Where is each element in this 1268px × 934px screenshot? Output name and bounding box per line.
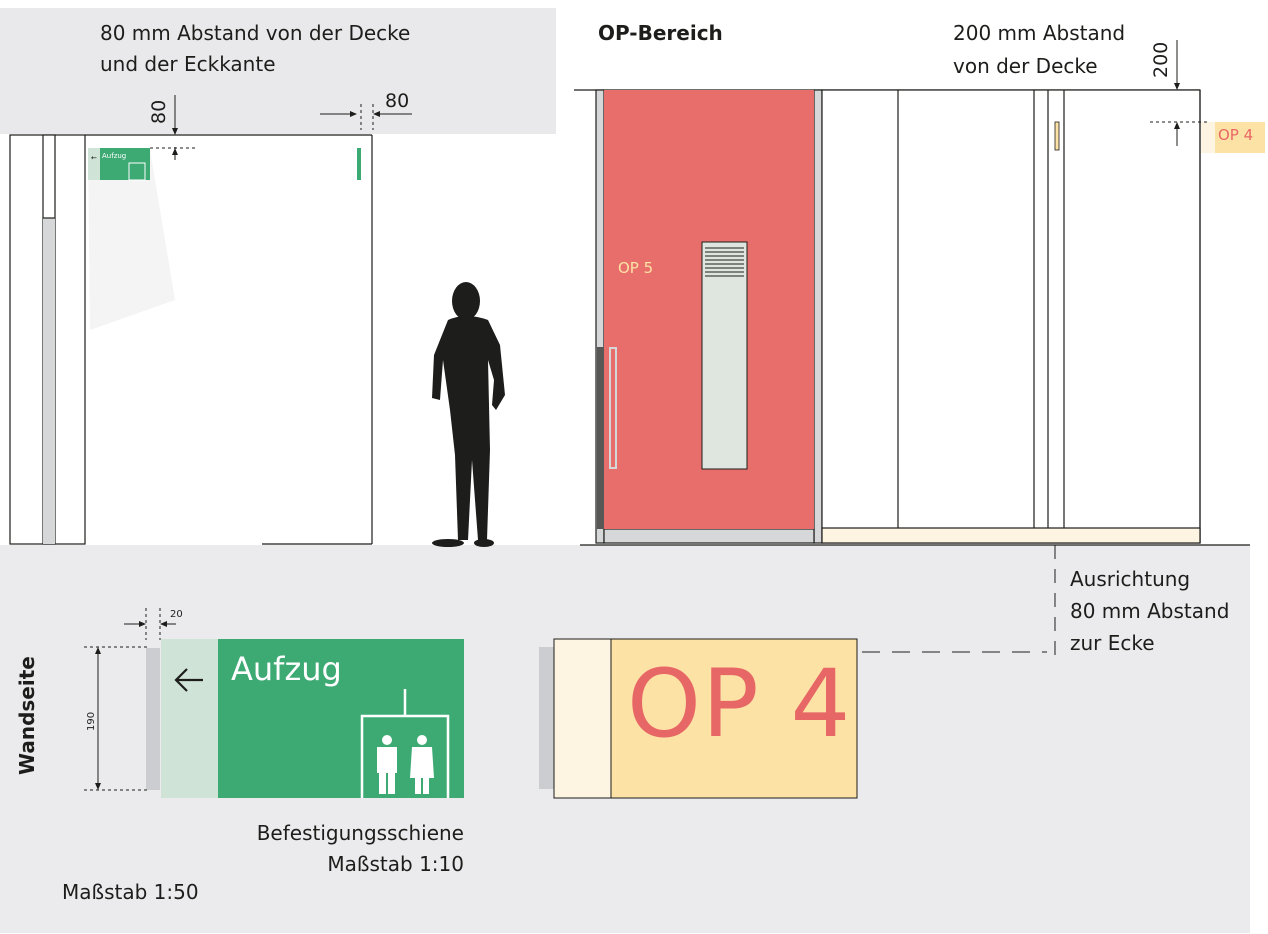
dimension-rail-depth: 20 <box>170 609 183 620</box>
rail-label: Befestigungsschiene <box>256 821 464 845</box>
alignment-line2: 80 mm Abstand <box>1070 599 1230 623</box>
elevator-label: Aufzug <box>231 650 342 688</box>
area-title: OP-Bereich <box>598 21 723 45</box>
dimension-corner-gap: 80 <box>385 90 410 112</box>
op4-sign-small <box>1201 122 1265 153</box>
elevator-people-icon <box>360 689 450 798</box>
arrow-left-icon <box>174 668 203 692</box>
dimension-sign-height: 190 <box>86 711 97 731</box>
op4-sign-detail <box>539 638 858 799</box>
alignment-line3: zur Ecke <box>1070 631 1155 655</box>
side-sign-edge <box>357 148 361 180</box>
dimension-lines-right <box>862 40 1210 655</box>
person-silhouette-icon <box>432 282 505 547</box>
alignment-line1: Ausrichtung <box>1070 567 1191 591</box>
op5-door <box>597 90 814 529</box>
ceiling-shade-panel <box>0 8 556 134</box>
callout-top-left-line2: und der Eckkante <box>100 52 276 76</box>
callout-top-right-line2: von der Decke <box>953 54 1098 78</box>
op4-large-label: OP 4 <box>627 650 852 759</box>
callout-top-left-line1: 80 mm Abstand von der Decke <box>100 21 411 45</box>
left-wall-elevation <box>9 134 373 545</box>
door-edge-sign <box>1054 121 1060 151</box>
dimension-ceiling-gap-right: 200 <box>1150 41 1172 78</box>
scale-detail: Maßstab 1:10 <box>327 852 464 876</box>
dimension-ceiling-gap-left: 80 <box>148 99 170 124</box>
op5-label: OP 5 <box>618 259 654 277</box>
light-cone <box>88 150 175 330</box>
op4-small-label: OP 4 <box>1218 126 1254 144</box>
dimension-lines-left <box>150 95 412 160</box>
svg-text:←: ← <box>91 154 97 162</box>
dimension-lines-detail <box>84 608 176 791</box>
svg-text:Aufzug: Aufzug <box>102 152 126 160</box>
scale-overview: Maßstab 1:50 <box>62 880 199 904</box>
wall-side-label: Wandseite <box>15 656 39 775</box>
elevator-sign-small: ← Aufzug <box>88 148 150 181</box>
callout-top-right-line1: 200 mm Abstand <box>953 21 1126 45</box>
elevator-sign-detail <box>146 639 464 798</box>
